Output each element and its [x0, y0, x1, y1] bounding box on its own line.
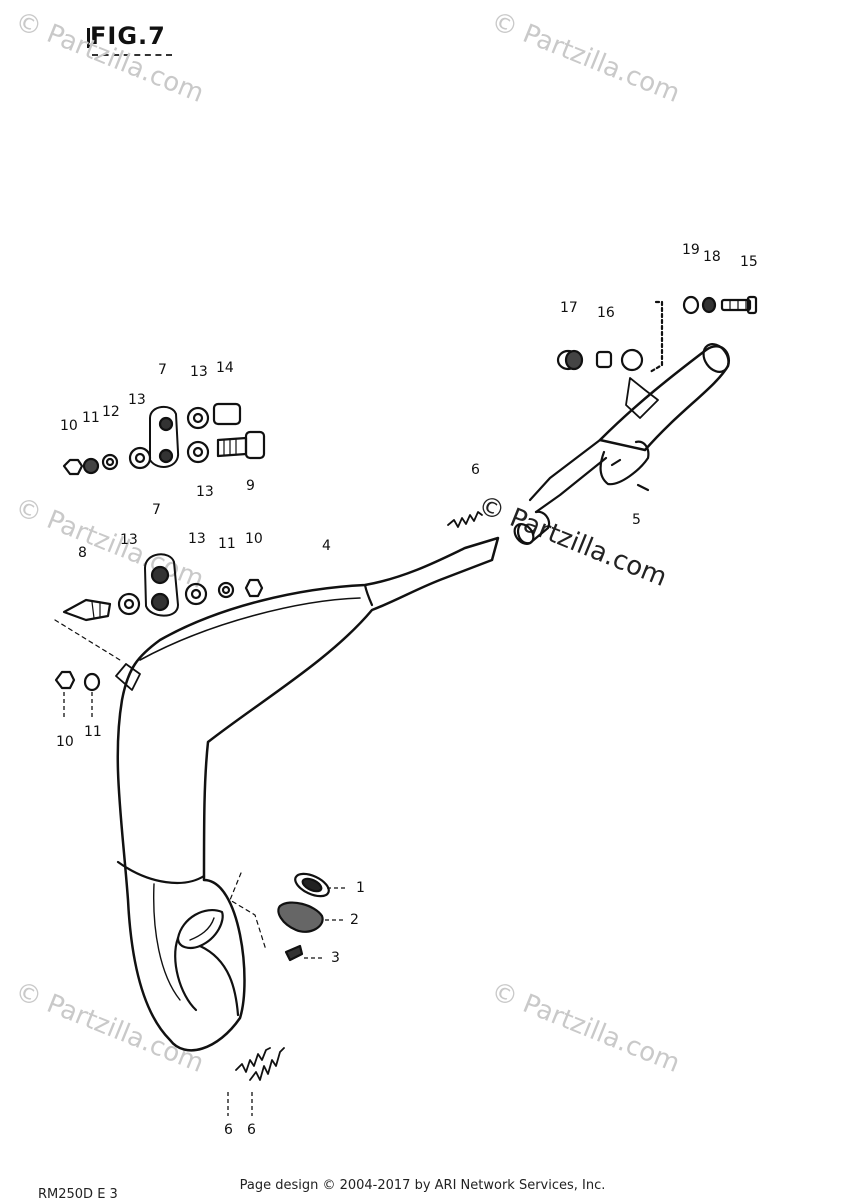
callout-4: 4	[322, 538, 331, 554]
callout-18: 18	[703, 249, 721, 265]
callout-7-upper: 7	[158, 362, 167, 378]
callout-19: 19	[682, 242, 700, 258]
flange-parts	[229, 872, 330, 962]
figure-title-bar	[87, 28, 90, 48]
callout-13: 13	[120, 532, 138, 548]
callout-13: 13	[128, 392, 146, 408]
callout-6: 6	[247, 1122, 256, 1138]
callout-15: 15	[740, 254, 758, 270]
model-code: RM250D E 3	[38, 1187, 118, 1202]
callout-11: 11	[84, 724, 102, 740]
figure-title: FIG.7	[90, 22, 166, 50]
callout-11: 11	[218, 536, 236, 552]
callout-3: 3	[331, 950, 340, 966]
callout-10: 10	[56, 734, 74, 750]
callout-6-spring: 6	[471, 462, 480, 478]
callout-6: 6	[224, 1122, 233, 1138]
callout-17: 17	[560, 300, 578, 316]
callout-11: 11	[82, 410, 100, 426]
springs	[235, 511, 483, 1081]
callout-9: 9	[246, 478, 255, 494]
callout-16: 16	[597, 305, 615, 321]
muffler	[513, 343, 731, 545]
callout-1: 1	[356, 880, 365, 896]
callout-7-lower: 7	[152, 502, 161, 518]
callout-12: 12	[102, 404, 120, 420]
callout-2: 2	[350, 912, 359, 928]
callout-10: 10	[245, 531, 263, 547]
callout-13: 13	[188, 531, 206, 547]
exhaust-pipe	[115, 536, 500, 1052]
callout-8: 8	[78, 545, 87, 561]
callout-14: 14	[216, 360, 234, 376]
callout-5: 5	[632, 512, 641, 528]
callout-10: 10	[60, 418, 78, 434]
upper-mount-hardware	[62, 402, 266, 476]
muffler-hardware	[556, 295, 758, 374]
page-footer: Page design © 2004-2017 by ARI Network S…	[239, 1178, 606, 1193]
lower-mount-hardware	[54, 553, 264, 692]
callout-13: 13	[196, 484, 214, 500]
figure-title-underline	[92, 54, 172, 56]
callout-13: 13	[190, 364, 208, 380]
